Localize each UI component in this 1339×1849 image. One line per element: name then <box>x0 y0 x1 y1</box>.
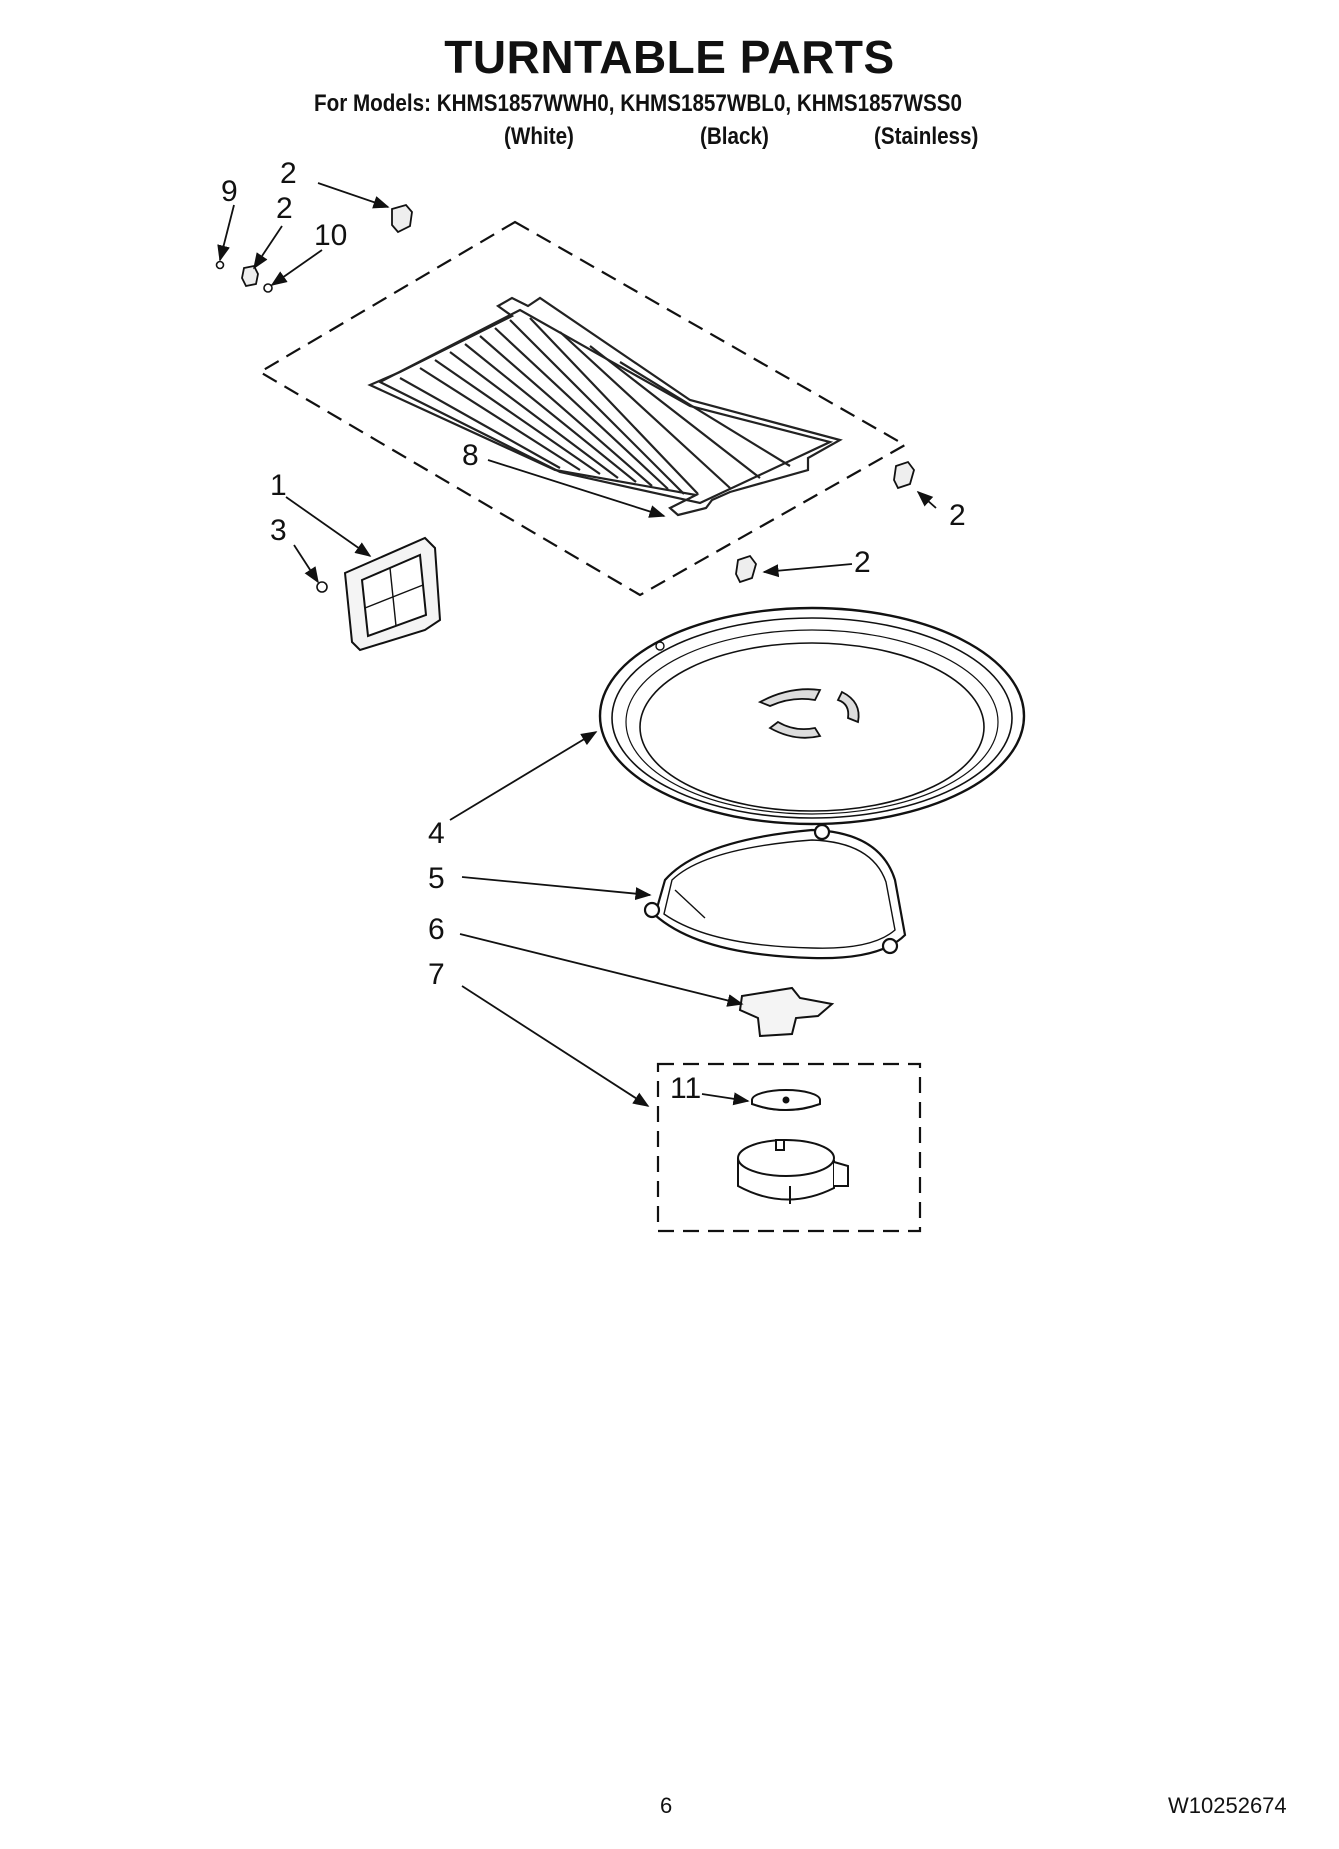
callout-10: 10 <box>314 219 347 252</box>
shelf-group-outline <box>257 220 908 597</box>
callout-6: 6 <box>428 913 445 946</box>
callout-9: 9 <box>221 175 238 208</box>
wire-shelf <box>367 296 843 517</box>
callout-leaders <box>217 182 937 1107</box>
callout-2d: 2 <box>854 546 871 579</box>
document-number: W10252674 <box>1168 1793 1287 1818</box>
callout-2a: 2 <box>280 157 297 190</box>
shelf-support-clip <box>241 203 915 584</box>
callout-8: 8 <box>462 439 479 472</box>
page-title: TURNTABLE PARTS <box>444 31 895 83</box>
callout-3: 3 <box>270 514 287 547</box>
callout-5: 5 <box>428 862 445 895</box>
variant-stainless: (Stainless) <box>874 123 979 150</box>
callout-4: 4 <box>428 817 445 850</box>
page-number: 6 <box>660 1793 673 1818</box>
callout-2b: 2 <box>276 192 293 225</box>
turntable-tray <box>598 606 1026 826</box>
model-list: For Models: KHMS1857WWH0, KHMS1857WBL0, … <box>314 90 963 117</box>
roller-ring <box>643 823 907 960</box>
callout-1: 1 <box>270 469 287 502</box>
callout-2c: 2 <box>949 499 966 532</box>
callout-7: 7 <box>428 958 445 991</box>
turntable-coupler <box>738 986 835 1038</box>
waveguide-cover <box>343 536 442 652</box>
callout-11: 11 <box>670 1072 701 1105</box>
motor-group-outline <box>656 1062 922 1233</box>
motor-pad <box>751 1089 821 1111</box>
variant-white: (White) <box>504 123 574 150</box>
variant-black: (Black) <box>700 123 769 150</box>
turntable-motor <box>737 1139 849 1204</box>
cover-screw <box>316 581 328 593</box>
